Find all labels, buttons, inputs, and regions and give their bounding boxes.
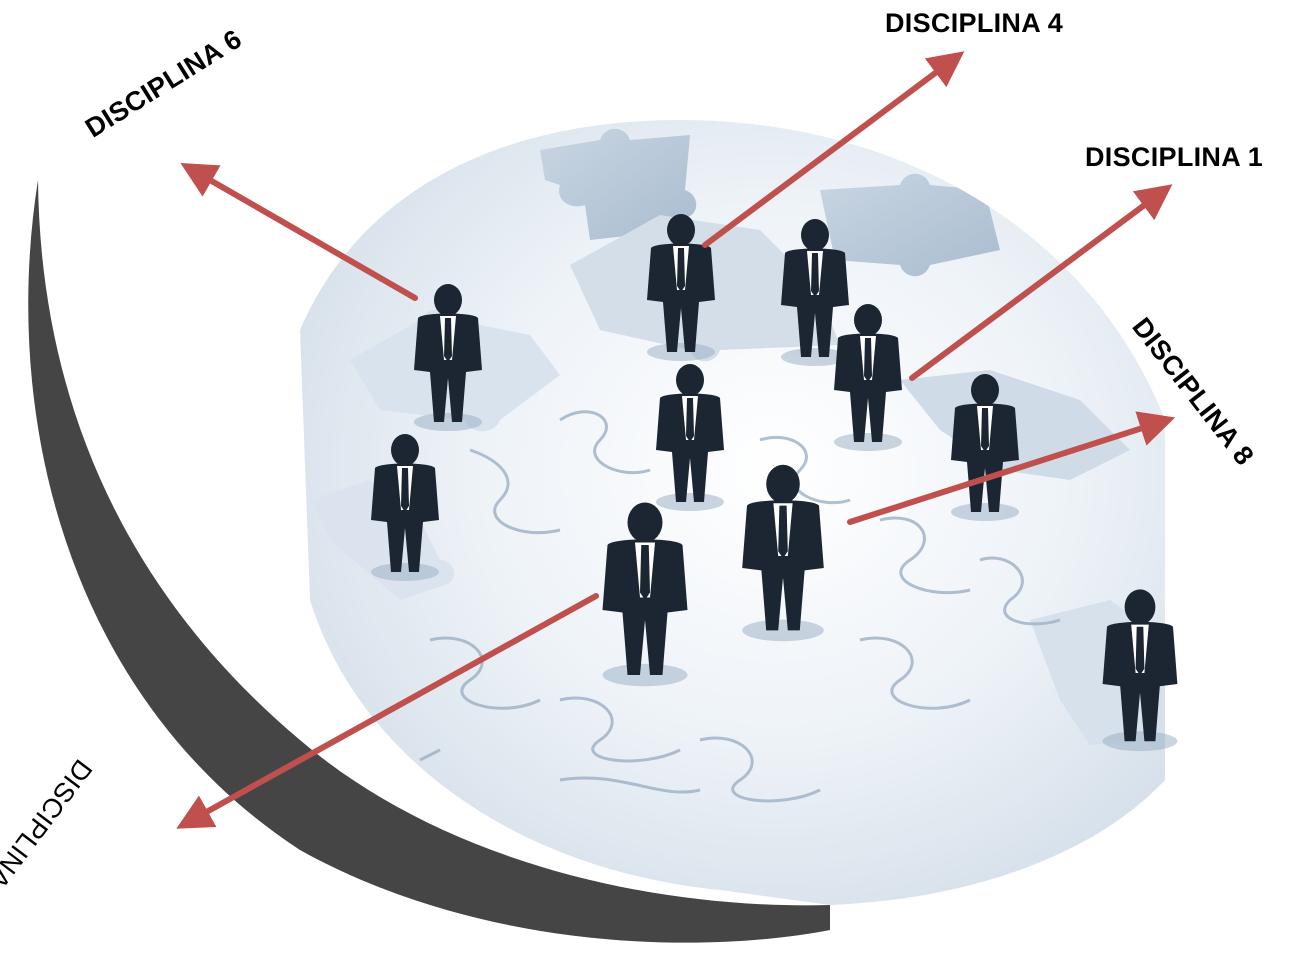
puzzle-sphere bbox=[300, 120, 1165, 905]
businessperson-icon bbox=[781, 219, 849, 366]
businessperson-icon bbox=[1102, 589, 1178, 752]
label-disciplina-1: DISCIPLINA 1 bbox=[1085, 142, 1264, 172]
puzzle-piece bbox=[540, 128, 697, 240]
crescent-shape bbox=[28, 180, 830, 943]
businessperson-icon bbox=[602, 502, 688, 687]
businessperson-icon bbox=[834, 304, 902, 451]
businessperson-icon bbox=[647, 214, 715, 361]
puzzle-piece bbox=[820, 173, 1000, 277]
businessperson-icon bbox=[414, 284, 482, 431]
arrow-disciplina-4 bbox=[702, 51, 965, 248]
businessperson-icon bbox=[742, 464, 824, 642]
arrow-disciplina-6 bbox=[180, 163, 418, 301]
businessperson-icon bbox=[951, 374, 1019, 521]
arrow-disciplina-1 bbox=[909, 184, 1173, 381]
label-disciplina-4: DISCIPLINA 4 bbox=[885, 8, 1064, 38]
arrow-disciplina-8 bbox=[847, 411, 1176, 525]
arrow-disciplina-3 bbox=[176, 593, 599, 829]
businessperson-icon bbox=[656, 364, 724, 511]
businessperson-icon bbox=[371, 434, 439, 581]
